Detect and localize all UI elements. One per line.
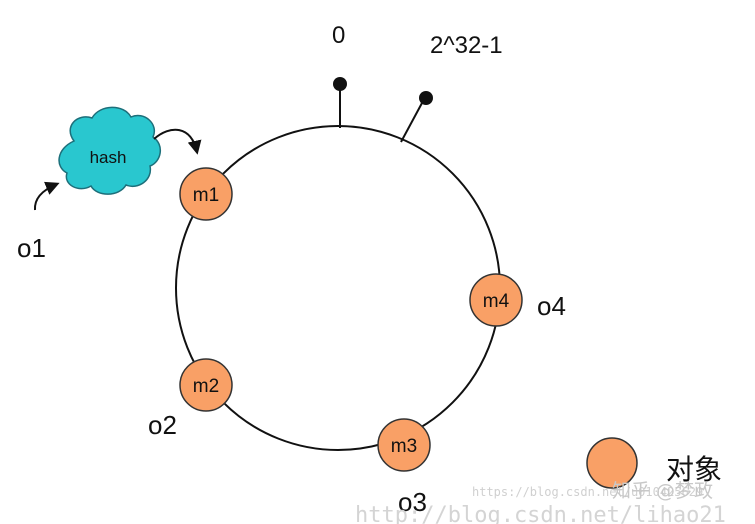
node-m3: m3 — [377, 418, 431, 472]
ring-max-marker — [400, 91, 433, 143]
ring-zero-marker — [333, 77, 347, 128]
node-m2: m2 — [179, 358, 233, 412]
arrow-hash-to-m1 — [153, 128, 202, 155]
watermark-url: http://blog.csdn.net/lihao21 — [355, 503, 726, 524]
node-m1-label: m1 — [193, 185, 219, 206]
hash-cloud-label: hash — [90, 148, 127, 167]
arrow-o1-to-hash — [33, 181, 60, 211]
hash-cloud: hash — [58, 106, 161, 195]
node-m3-label: m3 — [391, 436, 417, 457]
object-o2-label: o2 — [148, 410, 177, 440]
watermark-url-small: https://blog.csdn.net/u010425629 — [472, 485, 703, 499]
legend-object-label: 对象 — [666, 454, 722, 485]
node-m2-label: m2 — [193, 376, 219, 397]
watermark-site: 知乎 @梦政 — [612, 480, 713, 502]
node-m1: m1 — [179, 167, 233, 221]
ring-zero-label: 0 — [332, 22, 345, 49]
object-o1-label: o1 — [17, 233, 46, 263]
object-o3-label: o3 — [398, 487, 427, 517]
node-m4-label: m4 — [483, 291, 510, 312]
legend-object-swatch — [586, 437, 638, 489]
cloud-icon — [58, 106, 161, 195]
object-o4-label: o4 — [537, 291, 566, 321]
node-m4: m4 — [469, 273, 523, 327]
legend: 对象 — [586, 437, 722, 489]
ring-max-label: 2^32-1 — [430, 32, 503, 59]
